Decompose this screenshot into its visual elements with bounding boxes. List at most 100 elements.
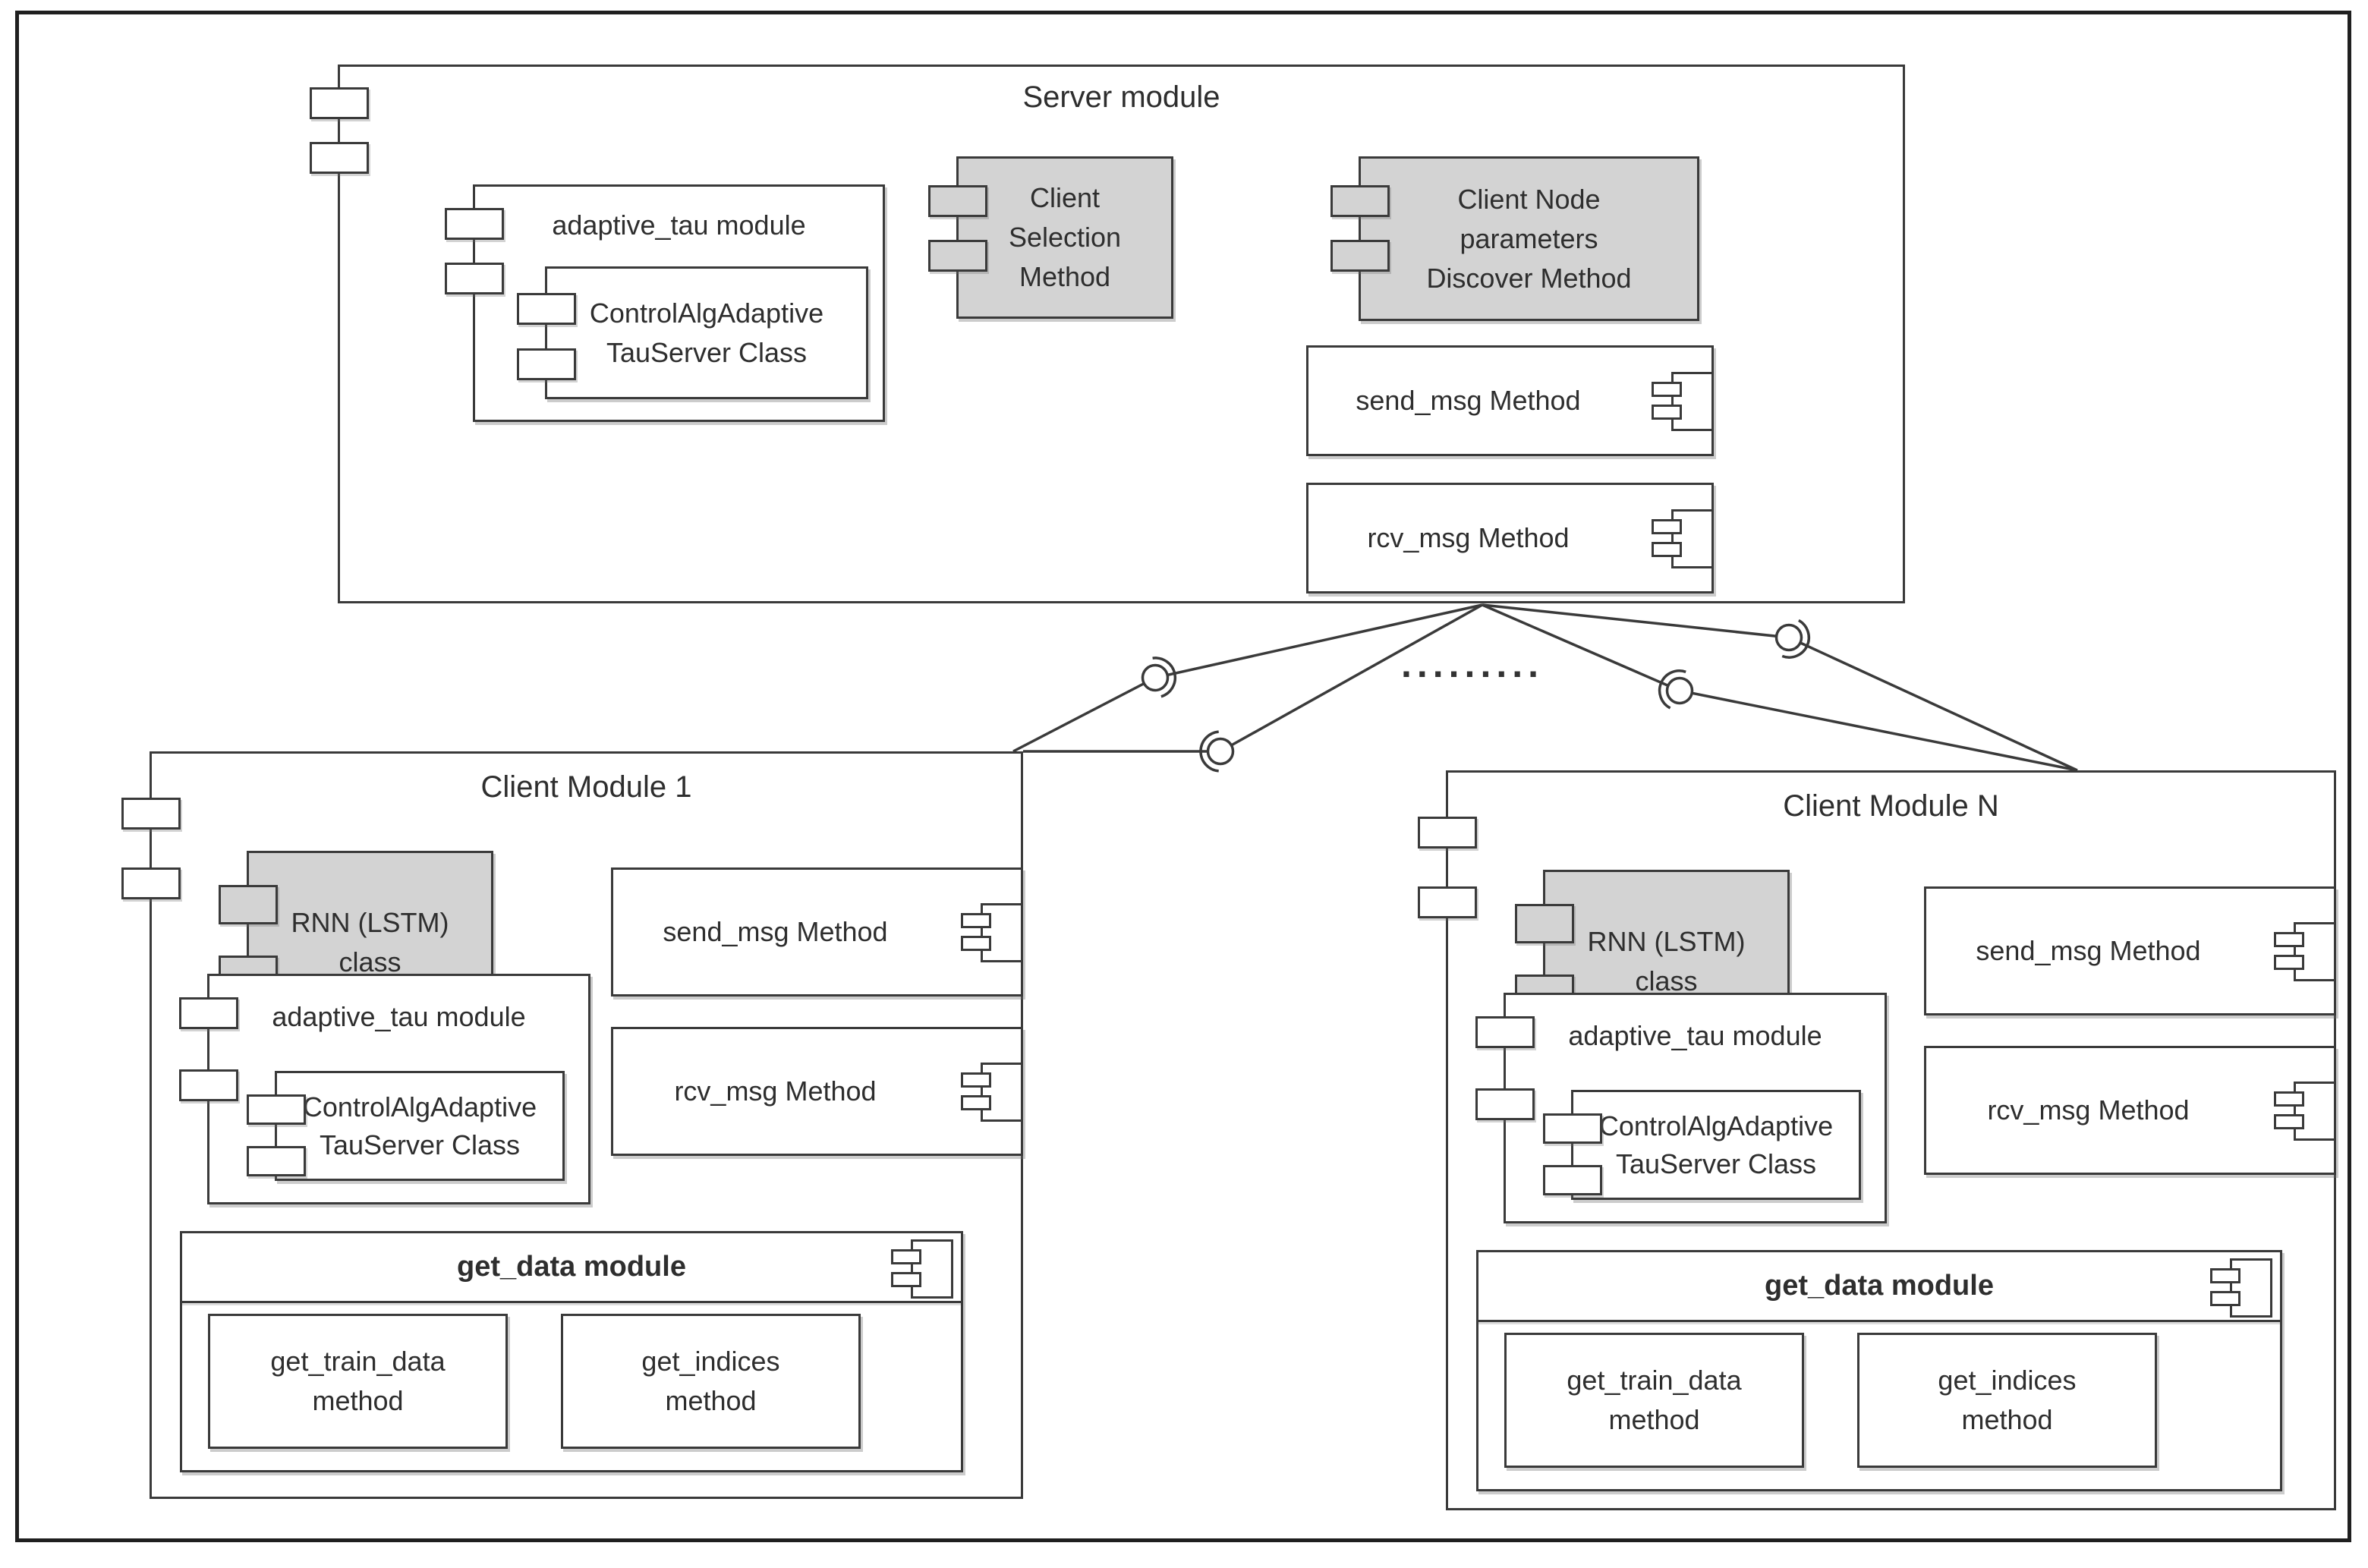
socket-arc-icon — [1152, 656, 1177, 698]
get-indices-label-line2: method — [1961, 1404, 2053, 1435]
client1-send-msg-method: send_msg Method — [611, 867, 1023, 997]
client1-rcv-msg-method: rcv_msg Method — [611, 1027, 1023, 1156]
client-selection-label-line2: Selection — [1008, 222, 1122, 253]
ball-interface-icon — [1665, 676, 1694, 705]
clientN-get-train-data-method: get_train_data method — [1504, 1333, 1804, 1468]
port-icon — [1330, 185, 1390, 217]
get-train-data-label-line2: method — [312, 1385, 404, 1416]
rnn-label-line2: class — [339, 946, 401, 978]
port-icon — [1418, 817, 1477, 849]
port-icon — [247, 1146, 306, 1176]
client1-get-data-module: get_data module get_train_data method ge… — [180, 1231, 963, 1472]
port-icon — [1515, 904, 1574, 943]
port-icon — [928, 185, 987, 217]
get-train-data-label-line1: get_train_data — [1567, 1365, 1742, 1396]
port-icon — [179, 1069, 238, 1101]
client1-get-train-data-method: get_train_data method — [208, 1314, 508, 1449]
server-send-msg-method: send_msg Method — [1306, 345, 1714, 456]
port-icon — [445, 263, 504, 294]
diagram-outer-frame — [15, 11, 2351, 1542]
client1-control-alg-class: ControlAlgAdaptive TauServer Class — [247, 1071, 565, 1181]
port-icon — [928, 240, 987, 272]
port-icon — [517, 348, 576, 380]
client-module-1-title: Client Module 1 — [480, 770, 692, 804]
port-icon — [1543, 1165, 1602, 1195]
socket-arc-icon — [1199, 730, 1219, 773]
server-module: Server module adaptive_tau module Contro… — [310, 65, 1905, 603]
port-icon — [1418, 886, 1477, 918]
control-alg-class-label-line1: ControlAlgAdaptive — [589, 297, 824, 329]
client-node-discover-component: Client Node parameters Discover Method — [1330, 156, 1699, 321]
adaptive-tau-label: adaptive_tau module — [1568, 1020, 1822, 1051]
get-indices-label-line1: get_indices — [1938, 1365, 2077, 1396]
socket-arc-icon — [1658, 669, 1686, 710]
clientN-rcv-msg-method: rcv_msg Method — [1924, 1046, 2336, 1175]
adaptive-tau-label: adaptive_tau module — [272, 1001, 526, 1032]
get-indices-label-line1: get_indices — [641, 1346, 780, 1377]
component-icon — [2274, 922, 2336, 981]
server-adaptive-tau-module: adaptive_tau module ControlAlgAdaptive T… — [445, 184, 885, 422]
client-node-label-line3: Discover Method — [1426, 262, 1632, 294]
port-icon — [310, 87, 369, 119]
control-alg-class-label-line1: ControlAlgAdaptive — [302, 1091, 537, 1122]
get-data-title: get_data module — [457, 1251, 686, 1283]
client-selection-label-line1: Client — [1029, 182, 1101, 213]
client-module-1: Client Module 1 RNN (LSTM) class send_ms… — [121, 751, 1023, 1499]
server-module-title: Server module — [1022, 80, 1220, 114]
server-control-alg-class: ControlAlgAdaptive TauServer Class — [517, 266, 868, 399]
client-selection-label-line3: Method — [1019, 261, 1111, 292]
rcv-msg-label: rcv_msg Method — [1367, 522, 1570, 553]
component-icon — [2274, 1082, 2336, 1141]
rnn-label-line2: class — [1635, 965, 1698, 997]
port-icon — [219, 885, 278, 924]
component-icon — [891, 1239, 953, 1299]
connector-server-client1-b — [1220, 603, 1483, 753]
client-module-n: Client Module N RNN (LSTM) class send_ms… — [1418, 770, 2336, 1510]
get-indices-label-line2: method — [665, 1385, 757, 1416]
port-icon — [1475, 1016, 1535, 1048]
component-icon — [2210, 1258, 2272, 1318]
clientN-get-data-module: get_data module get_train_data method ge… — [1476, 1250, 2282, 1491]
component-icon — [1652, 509, 1714, 568]
port-icon — [517, 293, 576, 325]
clientN-get-indices-method: get_indices method — [1857, 1333, 2157, 1468]
component-icon — [1652, 372, 1714, 431]
component-icon — [961, 1063, 1023, 1122]
component-icon — [961, 903, 1023, 962]
client-node-label-line1: Client Node — [1457, 183, 1601, 215]
port-icon — [121, 867, 181, 899]
rcv-msg-label: rcv_msg Method — [674, 1075, 877, 1107]
client-node-label-line2: parameters — [1460, 222, 1598, 254]
rcv-msg-label: rcv_msg Method — [1987, 1094, 2190, 1126]
client-module-n-title: Client Module N — [1783, 789, 1999, 823]
ball-interface-icon — [1206, 737, 1235, 766]
port-icon — [1475, 1088, 1535, 1120]
client1-adaptive-tau-module: adaptive_tau module ControlAlgAdaptive T… — [179, 974, 590, 1204]
control-alg-class-label-line2: TauServer Class — [319, 1129, 521, 1160]
get-data-title: get_data module — [1765, 1270, 1994, 1302]
port-icon — [247, 1094, 306, 1125]
client-selection-method-component: Client Selection Method — [928, 156, 1173, 319]
get-train-data-label-line1: get_train_data — [270, 1346, 446, 1377]
socket-arc-icon — [1781, 619, 1811, 659]
rnn-label-line1: RNN (LSTM) — [1587, 926, 1746, 957]
send-msg-label: send_msg Method — [1976, 935, 2201, 966]
clientN-send-msg-method: send_msg Method — [1924, 886, 2336, 1015]
control-alg-class-label-line2: TauServer Class — [606, 336, 808, 368]
control-alg-class-label-line1: ControlAlgAdaptive — [1598, 1110, 1834, 1141]
rnn-label-line1: RNN (LSTM) — [291, 907, 449, 938]
clientN-control-alg-class: ControlAlgAdaptive TauServer Class — [1543, 1090, 1861, 1200]
get-train-data-label-line2: method — [1608, 1404, 1700, 1435]
connector-ellipsis: ......... — [1400, 643, 1545, 685]
client1-get-indices-method: get_indices method — [561, 1314, 861, 1449]
get-data-header: get_data module — [182, 1233, 961, 1303]
port-icon — [310, 142, 369, 174]
control-alg-class-label-line2: TauServer Class — [1615, 1148, 1817, 1179]
get-data-header: get_data module — [1478, 1252, 2280, 1322]
port-icon — [1330, 240, 1390, 272]
port-icon — [179, 997, 238, 1029]
adaptive-tau-label: adaptive_tau module — [552, 209, 806, 241]
port-icon — [121, 798, 181, 830]
